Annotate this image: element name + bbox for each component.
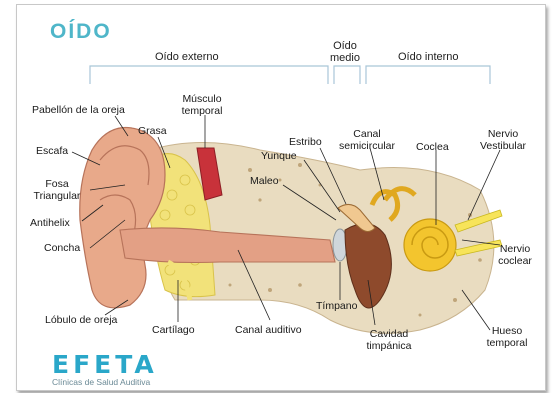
label-coclea: Coclea <box>416 141 449 153</box>
label-canal-auditivo: Canal auditivo <box>235 324 302 336</box>
label-concha: Concha <box>44 242 80 254</box>
section-outer-ear: Oído externo <box>155 51 219 63</box>
label-cavidad: Cavidad timpánica <box>360 328 418 352</box>
label-estribo: Estribo <box>289 136 322 148</box>
label-nervio-coclear: Nervio coclear <box>494 243 536 267</box>
label-musculo: Músculo temporal <box>176 93 228 117</box>
label-maleo: Maleo <box>250 175 279 187</box>
label-timpano: Tímpano <box>316 300 357 312</box>
label-nervio-vestibular: Nervio Vestibular <box>474 128 532 152</box>
label-hueso: Hueso temporal <box>478 325 536 349</box>
label-lobulo: Lóbulo de oreja <box>45 314 117 326</box>
brand-tagline: Clínicas de Salud Auditiva <box>52 377 150 387</box>
label-grasa: Grasa <box>138 125 167 137</box>
label-pabellon: Pabellón de la oreja <box>32 104 125 116</box>
label-canal-semicircular: Canal semicircular <box>334 128 400 152</box>
pinna <box>80 128 165 308</box>
brand-logo: EFETA <box>52 350 158 379</box>
section-middle-ear: Oído medio <box>324 40 366 64</box>
section-brackets <box>90 66 490 84</box>
label-yunque: Yunque <box>261 150 297 162</box>
label-fosa: Fosa Triangular <box>26 178 88 202</box>
label-cartilago: Cartílago <box>152 324 195 336</box>
section-inner-ear: Oído interno <box>398 51 459 63</box>
label-escafa: Escafa <box>36 145 68 157</box>
page-title: OÍDO <box>50 20 112 44</box>
label-antihelix: Antihelix <box>30 217 70 229</box>
